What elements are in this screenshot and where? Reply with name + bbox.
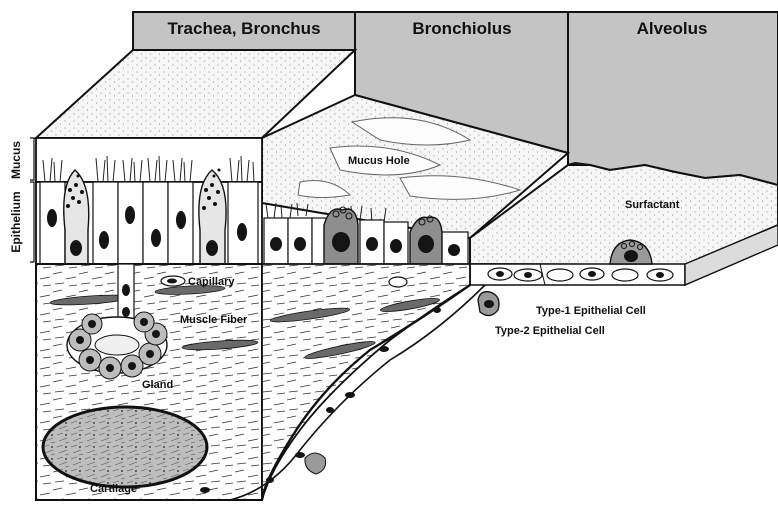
side-brackets [30, 138, 34, 262]
side-label-mucus: Mucus [9, 141, 23, 179]
label-type2-epithelial-cell: Type-2 Epithelial Cell [495, 325, 605, 337]
cartilage-plate [43, 407, 207, 487]
connective-tissue [36, 264, 485, 500]
label-cartilage: Cartilage [90, 483, 137, 495]
header-trachea-bronchus: Trachea, Bronchus [167, 19, 320, 38]
header-alveolus: Alveolus [637, 19, 708, 38]
capillary-vessel [389, 277, 407, 287]
trachea-epithelium [36, 138, 262, 264]
macrophage [305, 453, 326, 474]
label-mucus-hole: Mucus Hole [348, 155, 410, 167]
label-capillary: Capillary [188, 276, 235, 288]
label-gland: Gland [142, 379, 173, 391]
label-muscle-fiber: Muscle Fiber [180, 314, 248, 326]
header-bronchiolus: Bronchiolus [412, 19, 511, 38]
side-label-epithelium: Epithelium [9, 191, 23, 252]
label-type1-epithelial-cell: Type-1 Epithelial Cell [536, 305, 646, 317]
label-surfactant: Surfactant [625, 199, 680, 211]
